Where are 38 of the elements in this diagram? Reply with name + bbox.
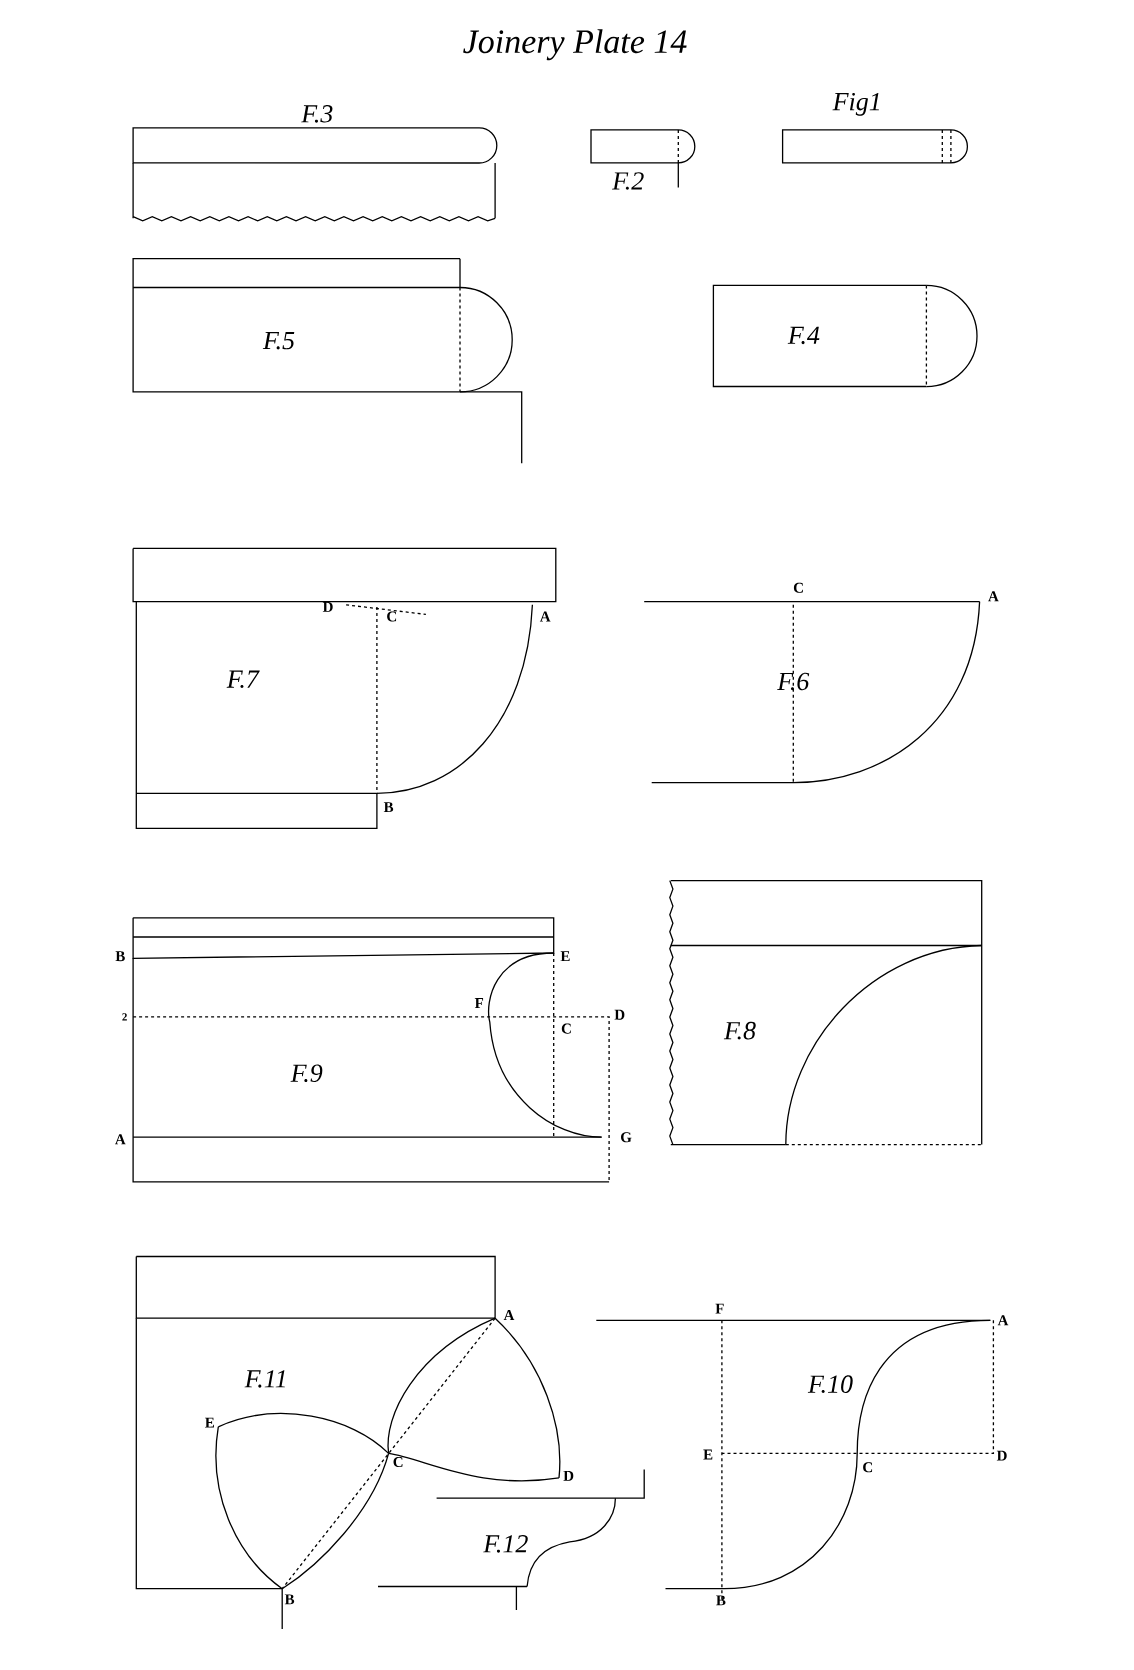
- plate-title: Joinery Plate 14: [463, 29, 687, 61]
- point-letter: A: [988, 591, 999, 602]
- point-letter: A: [115, 1134, 126, 1145]
- point-letter: A: [503, 1310, 515, 1320]
- figure-number: F.4: [787, 326, 820, 345]
- point-letter: F: [715, 1303, 724, 1314]
- point-letter: B: [284, 1594, 295, 1605]
- figure-number: F.9: [290, 1064, 323, 1083]
- point-letter: C: [863, 1462, 873, 1473]
- point-letter: B: [115, 951, 125, 962]
- figure-number: F.3: [301, 105, 333, 123]
- figure-number: F.2: [612, 172, 644, 190]
- point-letter: F: [474, 998, 484, 1008]
- point-letter: C: [561, 1023, 571, 1034]
- figure-number: F.6: [777, 672, 810, 691]
- point-letter: B: [716, 1595, 726, 1606]
- point-letter: C: [387, 611, 397, 622]
- point-letter: D: [322, 602, 333, 612]
- point-letter: E: [560, 951, 570, 962]
- point-letter: E: [703, 1449, 713, 1460]
- point-letter: D: [614, 1009, 625, 1020]
- figure-number: F.5: [262, 332, 295, 350]
- point-letter: D: [563, 1470, 574, 1481]
- point-letter: E: [205, 1417, 215, 1428]
- point-letter: B: [383, 802, 394, 813]
- point-letter: C: [793, 582, 803, 593]
- figure-number: F.8: [723, 1021, 756, 1040]
- point-letter: A: [997, 1315, 1009, 1326]
- figure-number: F.10: [807, 1375, 853, 1394]
- point-letter: D: [996, 1450, 1007, 1461]
- figure-number: F.7: [226, 670, 260, 688]
- point-letter: C: [393, 1457, 403, 1468]
- point-number: 2: [122, 1013, 127, 1021]
- figure-number: Fig1: [832, 92, 879, 116]
- point-letter: A: [539, 611, 551, 622]
- figure-number: F.11: [244, 1370, 285, 1388]
- point-letter: G: [621, 1132, 632, 1143]
- figure-number: F.12: [483, 1535, 528, 1553]
